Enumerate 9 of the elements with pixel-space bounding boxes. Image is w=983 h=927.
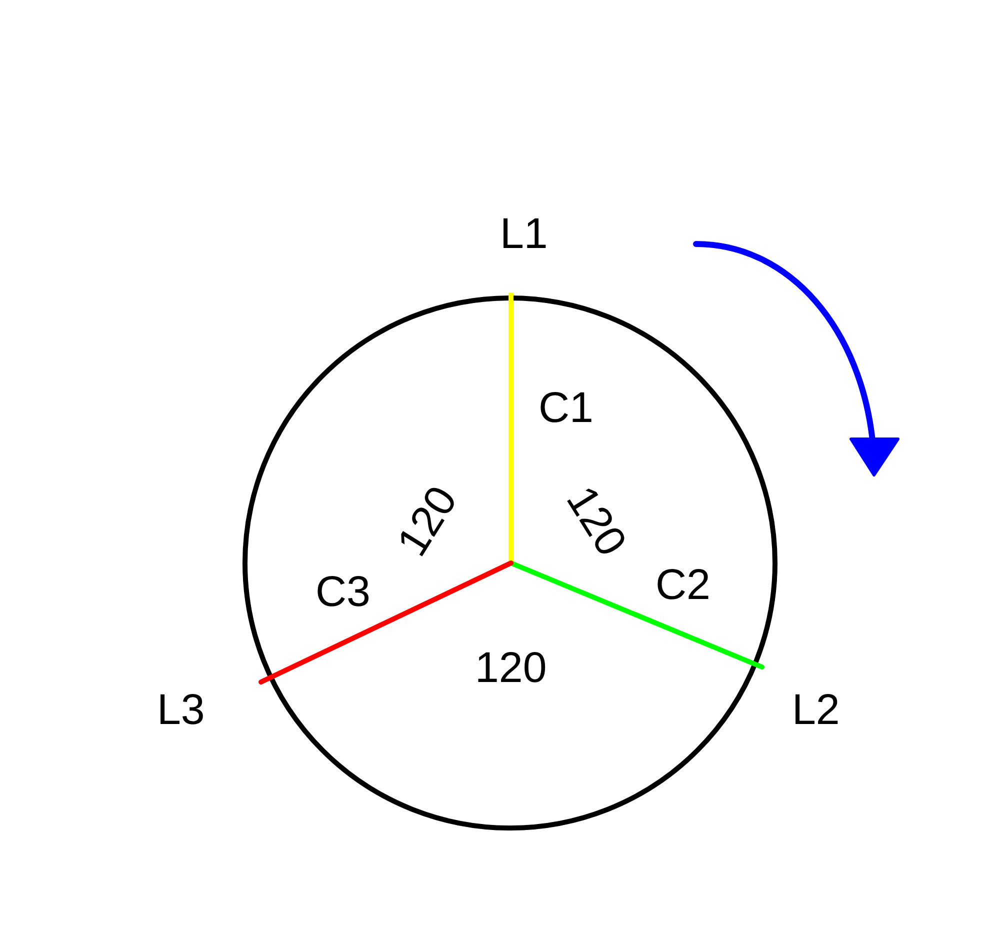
angle-label: 120 [390, 479, 466, 563]
segment-label: C2 [656, 564, 710, 606]
segment-label: C3 [316, 570, 370, 614]
angle-label: 120 [475, 646, 547, 690]
angle-label: 120 [558, 479, 634, 563]
phase-label: L3 [157, 688, 205, 732]
phase-label: L1 [500, 212, 548, 256]
segment-label: C1 [538, 386, 594, 430]
phase-label: L2 [792, 688, 840, 732]
